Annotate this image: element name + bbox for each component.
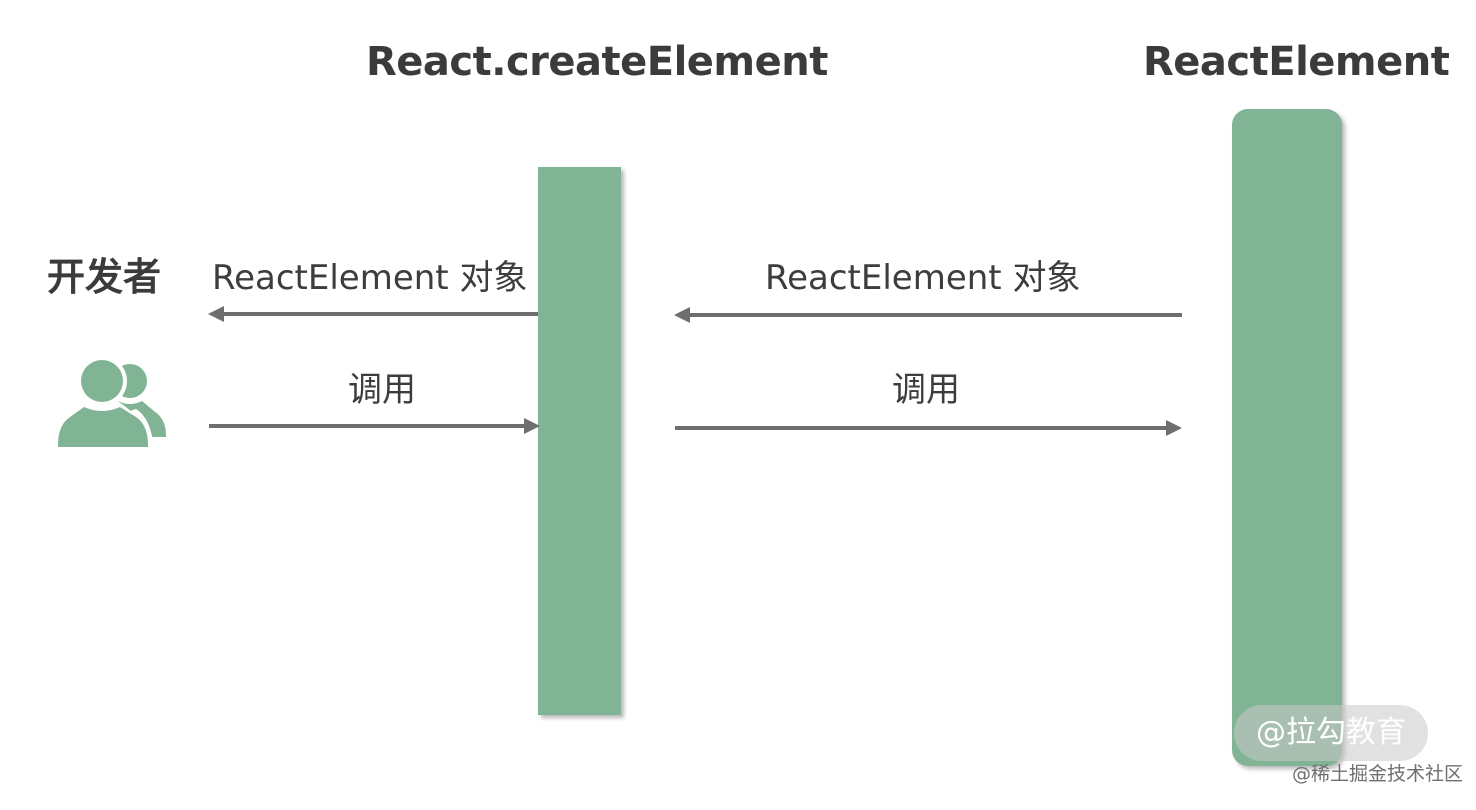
message-label-return-2: ReactElement 对象 — [765, 258, 1081, 298]
arrowhead-return-1 — [208, 306, 224, 322]
lifeline-react-element — [1232, 109, 1342, 766]
arrowhead-call-1 — [524, 418, 540, 434]
message-label-return-1: ReactElement 对象 — [212, 258, 528, 298]
message-label-call-1: 调用 — [348, 370, 416, 410]
arrowhead-call-2 — [1166, 420, 1182, 436]
participant-title-react-element: ReactElement — [1143, 39, 1450, 85]
participant-title-create-element: React.createElement — [366, 39, 828, 85]
users-icon — [56, 356, 166, 451]
message-label-call-2: 调用 — [892, 370, 960, 410]
watermark-caption: @稀土掘金技术社区 — [1292, 763, 1464, 785]
arrowhead-return-2 — [674, 307, 690, 323]
actor-label: 开发者 — [47, 255, 162, 299]
watermark-badge: @拉勾教育 — [1234, 705, 1428, 761]
lifeline-create-element — [538, 167, 621, 715]
